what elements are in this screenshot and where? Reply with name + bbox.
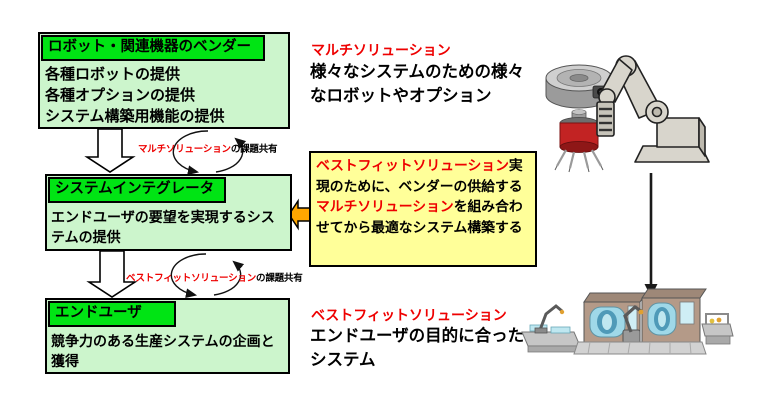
integrator-box-body: エンドユーザの要望を実現するシステムの提供 [51,208,275,245]
production-line-illustration [521,288,734,355]
shared-issues-label-bestfit: ベストフィットソリューションの課題共有 [126,270,303,284]
integrator-box: システムインテグレータ エンドユーザの要望を実現するシステムの提供 [45,174,292,251]
multi-solution-heading: マルチソリューション [311,42,451,58]
vendor-line-1: 各種ロボットの提供 [45,65,181,83]
flow-arrow-vendor-to-integrator [84,128,136,173]
bestfit-solution-heading: ベストフィットソリューション [311,307,507,323]
shared-issues-label-bestfit-black: の課題共有 [256,273,303,284]
shared-issues-label-multi-red: マルチソリューション [138,144,231,155]
enduser-box: エンドユーザ 競争力のある生産システムの企画と獲得 [45,298,290,374]
vendor-line-3: システム構築用機能の提供 [45,107,225,125]
enduser-box-title: エンドユーザ [48,301,176,327]
tending-robot-icon [622,304,644,344]
shared-issues-label-multi: マルチソリューションの課題共有 [138,141,278,155]
vendor-box-title: ロボット・関連機器のベンダー [41,35,265,61]
enduser-box-body: 競争力のある生産システムの企画と獲得 [51,332,275,369]
shared-issues-label-bestfit-red: ベストフィットソリューション [126,273,257,284]
shared-issues-label-multi-black: の課題共有 [230,144,278,155]
note-segment: 実現のために、ベンダーの供給する [316,158,523,194]
note-pointer-arrow [288,198,311,231]
down-arrow [644,173,658,297]
note-segment: を組み合わせてから最適なシステム構築する [316,199,523,235]
machine-cell-1-icon [583,292,647,343]
robot-and-options-illustration [545,55,710,173]
multi-solution-desc: 様々なシステムのための様々なロボットやオプション [310,63,525,105]
note-segment: マルチソリューション [316,199,454,214]
vendor-line-2: 各種オプションの提供 [45,86,196,104]
integrator-box-title: システムインテグレータ [48,177,226,203]
rotary-sensor-icon [545,64,613,109]
robot-arm-icon [596,55,710,163]
unloading-table-icon [701,313,734,345]
machine-cell-2-icon [641,288,707,343]
red-gripper-icon [554,109,604,173]
note-segment: ベストフィットソリューション [316,158,509,173]
loading-table-icon [521,304,581,353]
vendor-box-body: 各種ロボットの提供 各種オプションの提供 システム構築用機能の提供 [40,63,288,127]
conveyor-icon [573,341,707,355]
bestfit-note-box: ベストフィットソリューション実現のために、ベンダーの供給するマルチソリューション… [309,151,537,267]
vendor-box: ロボット・関連機器のベンダー 各種ロボットの提供 各種オプションの提供 システム… [38,32,290,129]
bestfit-solution-desc: エンドユーザの目的に合ったシステム [310,327,525,369]
